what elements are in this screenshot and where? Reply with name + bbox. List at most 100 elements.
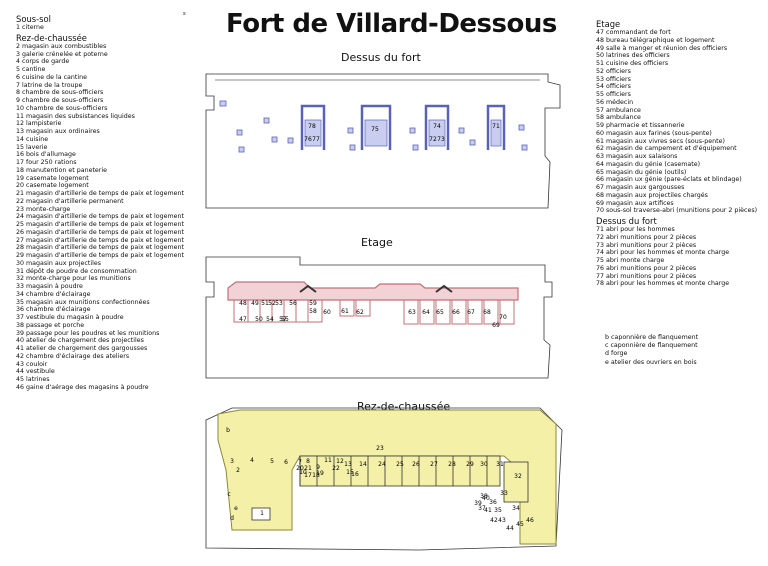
legend-item: 26 magasin d'artillerie de temps de paix… [16,228,184,236]
roof-emplacement [521,144,528,151]
legend-item: 78 abri pour les hommes et monte charge [596,280,730,288]
corner-mark: s [183,11,186,17]
roof-shelter [424,104,450,150]
room-number: 25 [396,461,404,468]
upper-room [339,299,355,317]
upper-room [419,299,435,325]
legend-item: 77 abri munitions pour 2 pièces [596,272,697,280]
room-number: 61 [341,308,349,315]
legend-item: 49 salle à manger et réunion des officie… [596,44,728,52]
upper-corridor [227,281,519,301]
legend-item: 76 abri munitions pour 2 pièces [596,264,697,272]
legend-item: 28 magasin d'artillerie de temps de paix… [16,244,184,252]
room-number: 24 [378,461,386,468]
room-number: d [230,515,234,522]
room-number: 16 [351,471,359,478]
room-number: 9 [316,464,320,471]
legend-item: 74 abri pour les hommes et monte charge [596,249,730,257]
cistern [251,507,271,521]
plan-bottom [205,407,563,551]
legend-item: 27 magasin d'artillerie de temps de paix… [16,236,184,244]
upper-room [467,299,483,325]
room-number: c [227,491,230,498]
roof-emplacement [469,139,476,146]
room-number: 38 [480,493,488,500]
roof-shelter-fill [490,119,502,147]
legend-item: 34 chambre d'éclairage [16,290,91,298]
room-number: 50 [255,316,263,323]
room-number: 15 [346,469,354,476]
room-number: 39 [474,500,482,507]
legend-item: 30 magasin aux projectiles [16,259,101,267]
legend-item: 43 couloir [16,360,48,368]
plan-middle-outline [205,256,553,379]
legend-item: 2 magasin aux combustibles [16,42,107,50]
room-number: 5 [270,458,274,465]
room-number: 44 [506,525,514,532]
legend-item: 24 magasin d'artillerie de temps de paix… [16,213,184,221]
legend-item: 51 cuisine des officiers [596,60,669,67]
plan-middle [205,256,553,379]
legend-item: 38 passage et porche [16,321,85,329]
room-number: 75 [371,126,379,133]
roof-emplacement [271,136,278,143]
page-title: Fort de Villard-Dessous [226,9,557,39]
room-number: 26 [412,461,420,468]
legend-item: 56 médecin [596,98,634,106]
plan-title-top: Dessus du fort [341,51,421,64]
legend-section: Rez-de-chaussée [16,32,87,43]
legend-item: 59 pharmacie et tissannerie [596,122,685,129]
room-number: 37 [478,505,486,512]
room-number: 21 [304,465,312,472]
legend-item: 29 magasin d'artillerie de temps de paix… [16,252,184,259]
roof-emplacement [349,144,356,151]
legend-letter-item: b caponnière de flanquement [605,334,699,341]
room-number: 78 [308,123,316,130]
legend-item: 6 cuisine de la cantine [16,73,87,81]
legend-item: 73 abri munitions pour 2 pièces [596,241,697,249]
room-number: 34 [512,505,520,512]
legend-item: 45 latrines [16,376,50,383]
legend-item: 7 latrine de la troupe [16,81,83,89]
legend-item: 61 magasin aux vivres secs (sous-pente) [596,137,725,145]
legend-item: 50 latrines des officiers [596,52,670,60]
legend-item: 11 magasin des subsistances liquides [16,112,135,120]
room-number: 28 [448,461,456,468]
upper-room [499,299,515,325]
legend-item: 32 monte-charge pour les munitions [16,275,131,283]
room-number: 53 [275,300,283,307]
ground-floor-area [217,409,557,545]
stair [299,284,317,293]
upper-room [295,299,309,323]
room-number: 64 [422,309,430,316]
room-number: 35 [494,507,502,514]
room-number: 14 [359,461,367,468]
upper-room [403,299,419,325]
legend-item: 33 magasin à poudre [16,283,83,290]
legend-item: 55 officiers [596,91,631,98]
room-number: e [234,505,238,512]
room-number: 51 [261,300,269,307]
room-number: 18 [312,472,320,479]
upper-room [483,299,499,325]
room-number: 76 [304,136,312,143]
legend-item: 41 atelier de chargement des gargousses [16,345,148,352]
legend-item: 9 chambre de sous-officiers [16,97,104,104]
legend-item: 63 magasin aux salaisons [596,153,678,160]
room-number: 55 [281,316,289,323]
powder-magazine [503,461,529,503]
legend-item: 71 abri pour les hommes [596,226,675,233]
legend-item: 64 magasin du génie (casemate) [596,160,701,168]
room-number: 22 [332,465,340,472]
legend-item: 31 dépôt de poudre de consommation [16,267,137,275]
upper-room [435,299,451,325]
legend-item: 57 ambulance [596,106,641,114]
legend-item: 37 vestibule du magasin à poudre [16,314,124,321]
legend-item: 15 laverie [16,143,48,151]
legend-item: 52 officiers [596,67,631,75]
room-number: 8 [306,458,310,465]
